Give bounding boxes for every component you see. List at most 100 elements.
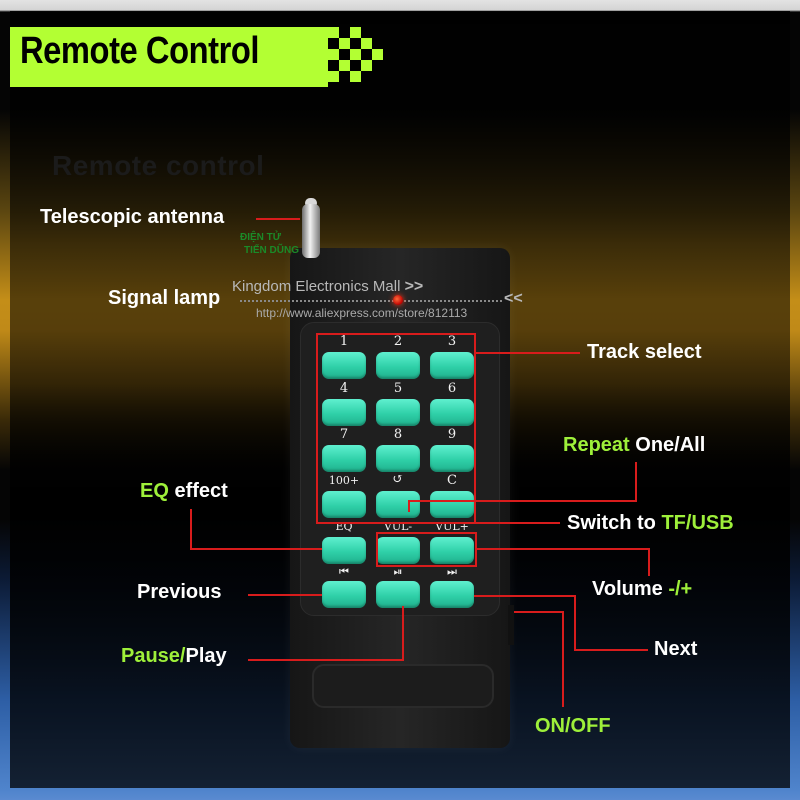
- next-callout-end: [574, 649, 648, 651]
- key-label: 6: [447, 381, 457, 396]
- key-5-button[interactable]: [376, 399, 420, 426]
- pause-callout-vertical: [402, 606, 404, 660]
- key-1-button[interactable]: [322, 352, 366, 379]
- key-label: 5: [393, 381, 403, 396]
- next-callout-vertical: [574, 595, 576, 650]
- volume-label-rest: Volume: [592, 578, 669, 600]
- key-label: 2: [393, 334, 403, 349]
- track-select-box: [316, 333, 476, 524]
- key-label: 1: [339, 334, 349, 349]
- page-title: Remote Control: [20, 30, 260, 72]
- antenna-tip: [305, 198, 317, 208]
- pause-label-accent: Pause/: [121, 645, 186, 667]
- previous-callout-line: [248, 594, 322, 596]
- key-7-button[interactable]: [322, 445, 366, 472]
- track-select-label: Track select: [587, 341, 702, 363]
- watermark-line1: ĐIỆN TỬ: [240, 232, 282, 243]
- key-label: 8: [393, 427, 403, 442]
- next-icon: ⏭: [447, 565, 457, 578]
- checker-square: [328, 71, 339, 82]
- key-6-button[interactable]: [430, 399, 474, 426]
- store-url: http://www.aliexpress.com/store/812113: [256, 306, 468, 320]
- key-label: 3: [447, 334, 457, 349]
- repeat-callout-drop: [408, 500, 410, 512]
- volume-up-button[interactable]: [430, 537, 474, 564]
- key-label: 100+: [328, 474, 360, 487]
- key-label: 4: [339, 381, 349, 396]
- next-callout-horizontal: [474, 595, 576, 597]
- signal-lamp: [393, 295, 403, 305]
- mall-arrows-left: <<: [504, 290, 523, 307]
- repeat-icon: ↺: [392, 472, 404, 487]
- volume-label-accent: -/+: [668, 578, 693, 600]
- volume-callout-vertical: [648, 548, 650, 576]
- volume-box: [376, 532, 477, 567]
- telescopic-antenna: [302, 204, 320, 258]
- repeat-callout-horizontal: [408, 500, 637, 502]
- repeat-button[interactable]: [376, 491, 420, 518]
- checker-square: [350, 71, 361, 82]
- repeat-label-accent: Repeat: [563, 434, 630, 456]
- key-4-button[interactable]: [322, 399, 366, 426]
- battery-slot: [312, 664, 494, 708]
- key-3-button[interactable]: [430, 352, 474, 379]
- switch-mode-button[interactable]: [430, 491, 474, 518]
- switch-callout-line: [476, 522, 560, 524]
- checker-square: [328, 49, 339, 60]
- pause-label-rest: Play: [185, 645, 227, 667]
- checker-square: [339, 60, 350, 71]
- eq-label-accent: EQ: [140, 480, 169, 502]
- key-2-button[interactable]: [376, 352, 420, 379]
- checker-square: [339, 38, 350, 49]
- switch-label: Switch to TF/USB: [567, 512, 734, 535]
- checker-square: [350, 27, 361, 38]
- switch-label-rest: Switch to: [567, 512, 662, 534]
- checker-square: [350, 49, 361, 60]
- title-banner: [10, 27, 328, 87]
- checker-square: [372, 49, 383, 60]
- checker-square: [328, 27, 339, 38]
- play-pause-icon: ⏯: [393, 565, 403, 578]
- antenna-label: Telescopic antenna: [40, 206, 225, 228]
- repeat-label: Repeat One/All: [563, 434, 705, 457]
- onoff-label: ON/OFF: [535, 715, 611, 737]
- pause-play-label: Pause/Play: [121, 645, 227, 668]
- next-label: Next: [654, 638, 698, 660]
- faded-subtitle: Remote control: [52, 150, 265, 181]
- mall-arrows-right: >>: [404, 278, 424, 295]
- volume-label: Volume -/+: [592, 578, 692, 601]
- key-100plus-button[interactable]: [322, 491, 366, 518]
- eq-label: EQ effect: [140, 480, 228, 503]
- checker-square: [361, 60, 372, 71]
- eq-label-rest: effect: [168, 480, 228, 502]
- watermark-line2: TIẾN DŨNG: [244, 245, 299, 256]
- repeat-callout-vertical: [635, 462, 637, 502]
- previous-button[interactable]: [322, 581, 366, 608]
- onoff-callout-vertical: [562, 611, 564, 707]
- previous-icon: ⏮: [339, 565, 349, 578]
- volume-down-button[interactable]: [376, 537, 420, 564]
- play-pause-button[interactable]: [376, 581, 420, 608]
- key-label: 7: [339, 427, 349, 442]
- eq-callout-horizontal: [190, 548, 322, 550]
- previous-label: Previous: [137, 581, 222, 603]
- track-callout-line: [476, 352, 580, 354]
- power-switch[interactable]: [508, 605, 514, 645]
- eq-callout-vertical: [190, 509, 192, 548]
- mall-name: Kingdom Electronics Mall: [232, 278, 401, 295]
- pause-callout-horizontal: [248, 659, 404, 661]
- key-label: C: [447, 473, 457, 488]
- onoff-callout-horizontal: [514, 611, 564, 613]
- next-button[interactable]: [430, 581, 474, 608]
- mall-text: Kingdom Electronics Mall >>: [232, 278, 423, 296]
- key-9-button[interactable]: [430, 445, 474, 472]
- signal-lamp-label: Signal lamp: [108, 287, 221, 309]
- antenna-callout-line: [256, 218, 300, 220]
- eq-button[interactable]: [322, 537, 366, 564]
- switch-label-accent: TF/USB: [661, 512, 734, 534]
- repeat-label-rest: One/All: [629, 434, 706, 456]
- key-8-button[interactable]: [376, 445, 420, 472]
- checker-square: [361, 38, 372, 49]
- lamp-dotted-line: [240, 300, 502, 302]
